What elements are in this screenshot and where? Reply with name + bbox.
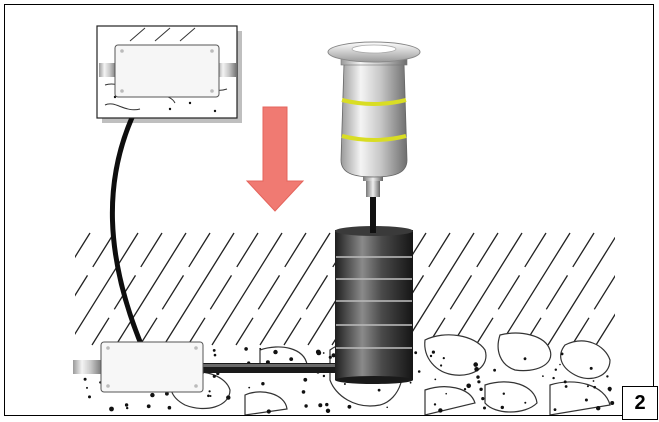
installation-diagram — [73, 25, 615, 415]
diagram-frame — [4, 4, 654, 416]
junction-box-icon — [114, 44, 220, 98]
junction-box-buried — [100, 341, 204, 393]
step-number-badge: 2 — [622, 386, 658, 420]
junction-box-inset — [96, 25, 242, 123]
fixture-cable — [370, 193, 376, 233]
cable-lower — [73, 360, 340, 374]
cable-upper — [109, 109, 153, 367]
light-fixture-icon — [327, 41, 421, 197]
down-arrow-icon — [245, 106, 305, 212]
ground-sleeve — [335, 226, 413, 384]
